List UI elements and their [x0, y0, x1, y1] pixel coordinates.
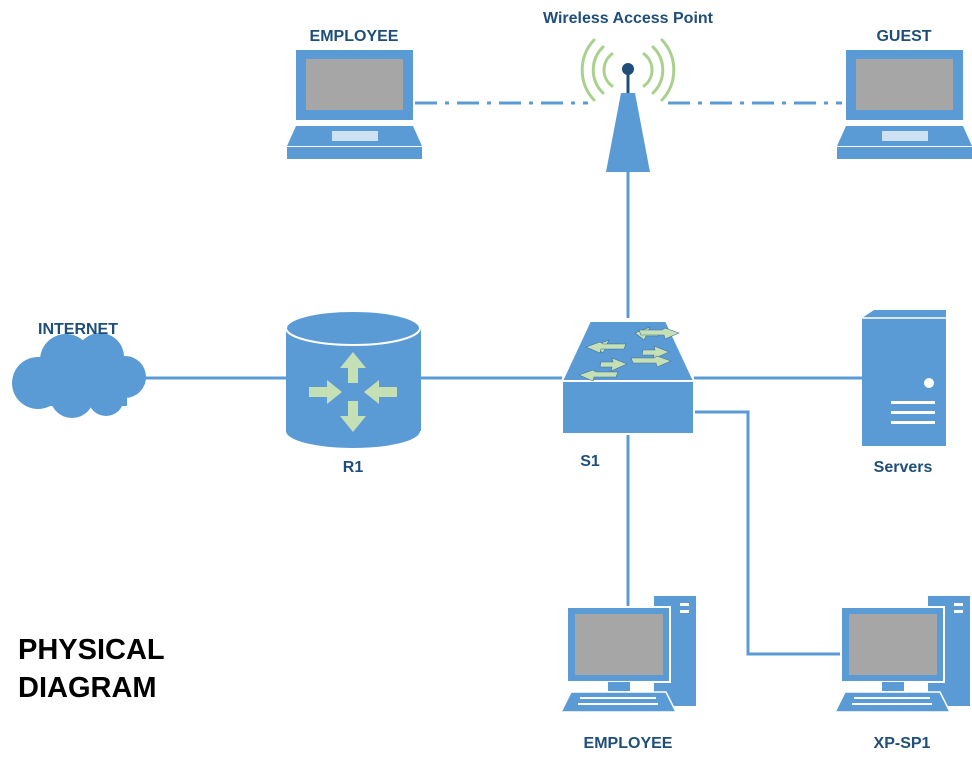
desktop-icon — [833, 596, 970, 713]
internet-label: INTERNET — [38, 321, 118, 338]
switch-icon — [560, 320, 696, 435]
switch-arrows — [578, 326, 680, 382]
server-icon — [862, 310, 946, 446]
link-s1-desktop-xp — [694, 410, 842, 656]
desktop-icon — [559, 596, 696, 713]
antenna-icon — [580, 38, 676, 172]
links — [145, 101, 862, 656]
diagram-title-line1: PHYSICAL — [18, 634, 165, 666]
laptop-employee-label: EMPLOYEE — [310, 28, 399, 45]
laptop-icon — [287, 50, 422, 159]
servers-label: Servers — [874, 459, 933, 476]
desktop-employee-label: EMPLOYEE — [584, 735, 673, 752]
cloud-icon — [12, 333, 146, 418]
diagram-title-line2: DIAGRAM — [18, 672, 157, 704]
laptop-icon — [837, 50, 972, 159]
laptop-guest-label: GUEST — [876, 28, 931, 45]
switch-label: S1 — [580, 453, 600, 470]
router-arrows — [309, 352, 397, 432]
desktop-xp-label: XP-SP1 — [874, 735, 931, 752]
wifi-waves — [580, 38, 676, 102]
router-label: R1 — [343, 459, 364, 476]
router-icon — [285, 310, 421, 448]
wap-label: Wireless Access Point — [543, 10, 714, 27]
